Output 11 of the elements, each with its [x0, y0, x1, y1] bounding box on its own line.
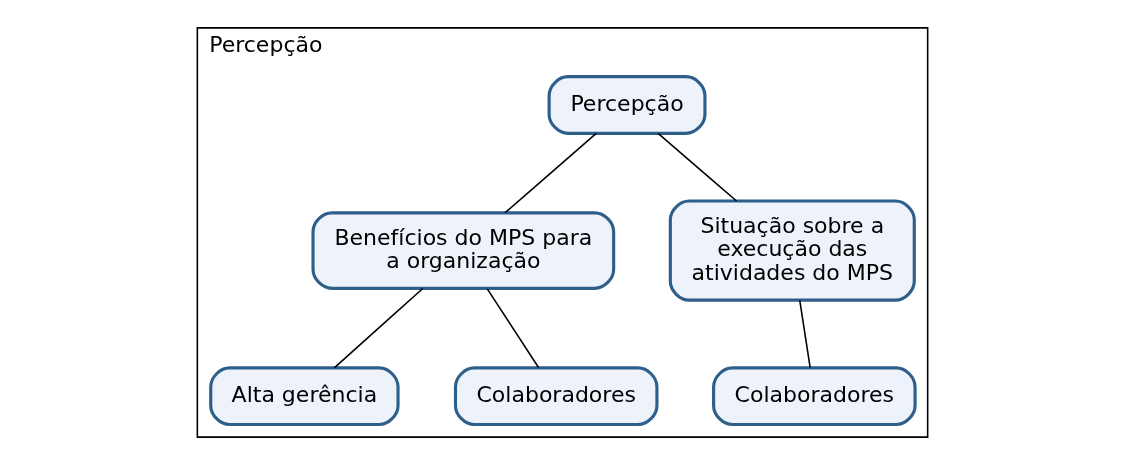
node-box: Percepção — [547, 74, 707, 135]
node-box: Colaboradores — [453, 365, 659, 426]
connector — [333, 287, 424, 369]
connector — [798, 299, 811, 368]
node-box: Alta gerência — [209, 365, 400, 426]
node-box: Benefícios do MPS para a organização — [311, 210, 616, 290]
connector — [657, 132, 738, 202]
node-box: Colaboradores — [712, 365, 917, 426]
connector — [504, 132, 598, 213]
connector — [486, 287, 540, 368]
node-box: Situação sobre a execução das atividades do MPS — [668, 198, 916, 302]
